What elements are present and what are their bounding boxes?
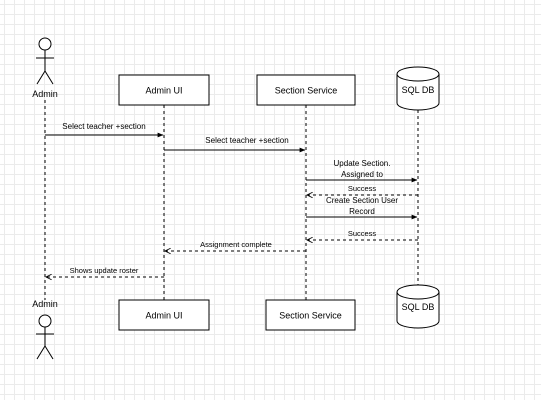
actor-admin-bottom: Admin — [32, 299, 58, 360]
participants-top: Admin Admin UI Section Service SQL DB — [32, 37, 440, 111]
lifelines — [44, 100, 419, 300]
database-icon — [396, 66, 440, 111]
participant-section-service-bottom: Section Service — [265, 299, 356, 331]
message-2-label: Select teacher +section — [205, 136, 288, 145]
stick-figure-icon — [36, 314, 54, 360]
participant-admin-ui-top: Admin UI — [118, 74, 210, 106]
database-sql-db-bottom: SQL DB — [396, 284, 440, 329]
actor-admin-top: Admin — [32, 37, 58, 99]
return-success-1: Success — [307, 184, 418, 195]
database-sql-db-top: SQL DB — [396, 66, 440, 111]
messages: Select teacher +section Select teacher +… — [45, 122, 418, 277]
actor-admin-top-label: Admin — [32, 89, 58, 99]
return-2-label: Success — [348, 229, 377, 238]
message-5-label-line-2: Record — [349, 207, 375, 216]
return-assignment-complete: Assignment complete — [165, 240, 306, 251]
participant-admin-ui-bottom-label: Admin UI — [145, 311, 182, 321]
database-sql-db-top-label: SQL DB — [402, 85, 435, 95]
return-4-label: Shows update roster — [70, 266, 139, 275]
message-select-teacher-ui: Select teacher +section — [164, 136, 306, 153]
message-create-section-user-record: Create Section User Record — [306, 196, 418, 220]
message-1-label: Select teacher +section — [62, 122, 145, 131]
participant-admin-ui-top-label: Admin UI — [145, 86, 182, 96]
participant-section-service-top-label: Section Service — [275, 86, 338, 96]
return-3-label: Assignment complete — [200, 240, 272, 249]
participants-bottom: Admin Admin UI Section Service SQL DB — [32, 284, 440, 360]
return-1-label: Success — [348, 184, 377, 193]
return-success-2: Success — [307, 229, 418, 240]
message-3-label-line-1: Update Section. — [334, 159, 391, 168]
actor-admin-bottom-label: Admin — [32, 299, 58, 309]
participant-admin-ui-bottom: Admin UI — [118, 299, 210, 331]
return-shows-update-roster: Shows update roster — [46, 266, 164, 277]
participant-section-service-bottom-label: Section Service — [279, 311, 342, 321]
message-update-section: Update Section. Assigned to — [306, 159, 418, 183]
database-sql-db-bottom-label: SQL DB — [402, 302, 435, 312]
message-5-label-line-1: Create Section User — [326, 196, 398, 205]
stick-figure-icon — [36, 37, 54, 85]
message-3-label-line-2: Assigned to — [341, 170, 383, 179]
participant-section-service-top: Section Service — [256, 74, 356, 106]
message-select-teacher-admin: Select teacher +section — [45, 122, 164, 138]
database-icon — [396, 284, 440, 329]
